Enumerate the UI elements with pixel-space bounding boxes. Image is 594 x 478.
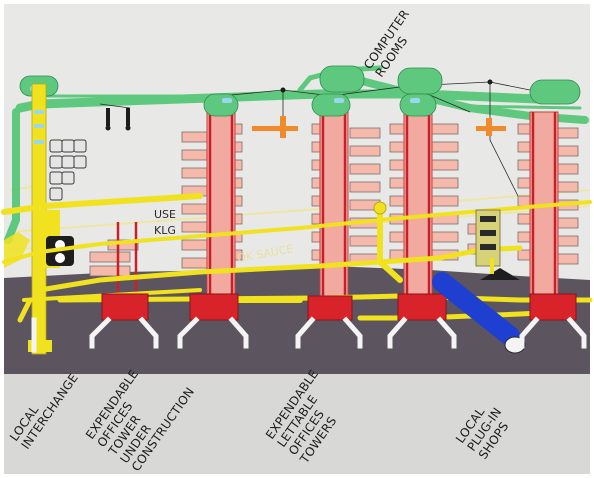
hanging-hooks — [105, 108, 131, 131]
yellow-ramp — [4, 232, 30, 268]
crane-hook-1 — [280, 87, 286, 93]
yellow-hub — [373, 201, 387, 215]
bottom-strip — [4, 374, 590, 474]
crane-hook-2 — [487, 79, 493, 85]
pylon-legs — [31, 316, 587, 353]
use-label: USE — [154, 208, 176, 221]
red-plinths — [101, 293, 577, 321]
left-pod-grid — [49, 139, 87, 201]
klg-label: KLG — [154, 224, 176, 237]
plugin-shop-machine — [475, 209, 520, 280]
mast-bands — [34, 110, 44, 144]
crane-arms — [252, 116, 506, 138]
